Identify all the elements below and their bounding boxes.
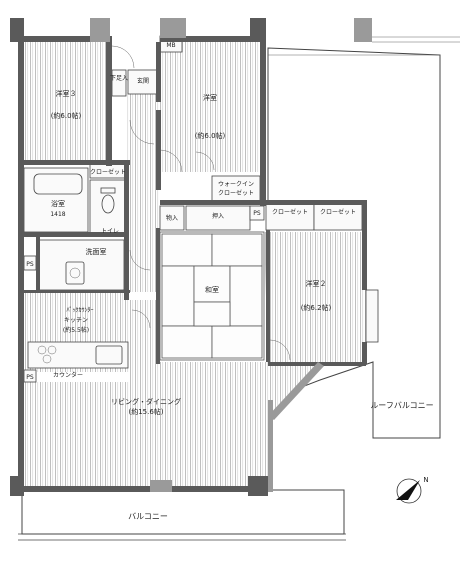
label-western3-size: (約6.0帖) [51,111,82,120]
room-western2 [264,232,376,362]
label-bath: 浴室 [51,199,65,208]
label-kitchen-2: キッチン [64,317,88,324]
label-western1: 洋室 [203,93,217,102]
storage-1 [159,205,185,231]
label-bath-size: 1418 [50,211,65,218]
label-storage-1: 物入 [166,214,178,222]
shoe-storage [111,69,127,97]
label-japanese: 和室 [205,285,219,294]
label-toilet: トイレ [101,228,119,235]
label-compass: N [423,476,428,484]
closet-b [313,203,363,231]
label-washroom: 洗面室 [86,247,107,256]
label-western2-size: (約6.2帖) [301,303,332,312]
balcony-area [21,489,345,535]
label-roof-balcony: ルーフバルコニー [370,401,433,410]
label-walkin-1: ウォークイン [218,180,254,188]
label-western3: 洋室３ [56,89,77,98]
room-western1 [160,42,260,172]
label-ldk: リビング・ダイニング [111,397,181,406]
label-ldk-size: (約15.6帖) [128,407,163,416]
label-ps-1: PS [26,261,34,268]
label-bath-closet: クローゼット [90,168,126,176]
oshiire [185,205,251,231]
label-western1-size: (約6.0帖) [195,131,226,140]
ps-2 [249,205,265,221]
entrance-floor [127,69,159,95]
label-ps-2: PS [253,210,261,217]
label-closet-b: クローゼット [320,208,356,216]
label-western2: 洋室２ [306,279,327,288]
bathtub [33,173,83,195]
label-counter: カウンター [53,371,83,379]
room-ldk [24,300,318,490]
label-kitchen-size: (約5.5帖) [63,326,89,334]
label-entrance: 玄関 [137,77,149,85]
label-walkin-2: クローゼット [218,189,254,197]
hallway [126,92,160,292]
compass-icon [396,478,422,504]
label-ps-3: PS [26,374,34,381]
label-shoe-storage: 下足入 [110,75,128,82]
walls [10,18,372,496]
label-kitchen-1: ﾊﾟｯｸｶｳﾝﾀｰ [66,307,93,314]
label-closet-a: クローゼット [272,208,308,216]
room-western3 [24,42,108,162]
door-swings [111,45,291,361]
walkin-closet [211,175,261,203]
label-balcony: バルコニー [128,512,168,521]
label-mb: MB [166,42,175,49]
wash-basin [65,261,85,285]
label-oshiire: 押入 [212,212,224,220]
toilet-bowl [101,194,115,214]
closet-a [265,203,315,231]
